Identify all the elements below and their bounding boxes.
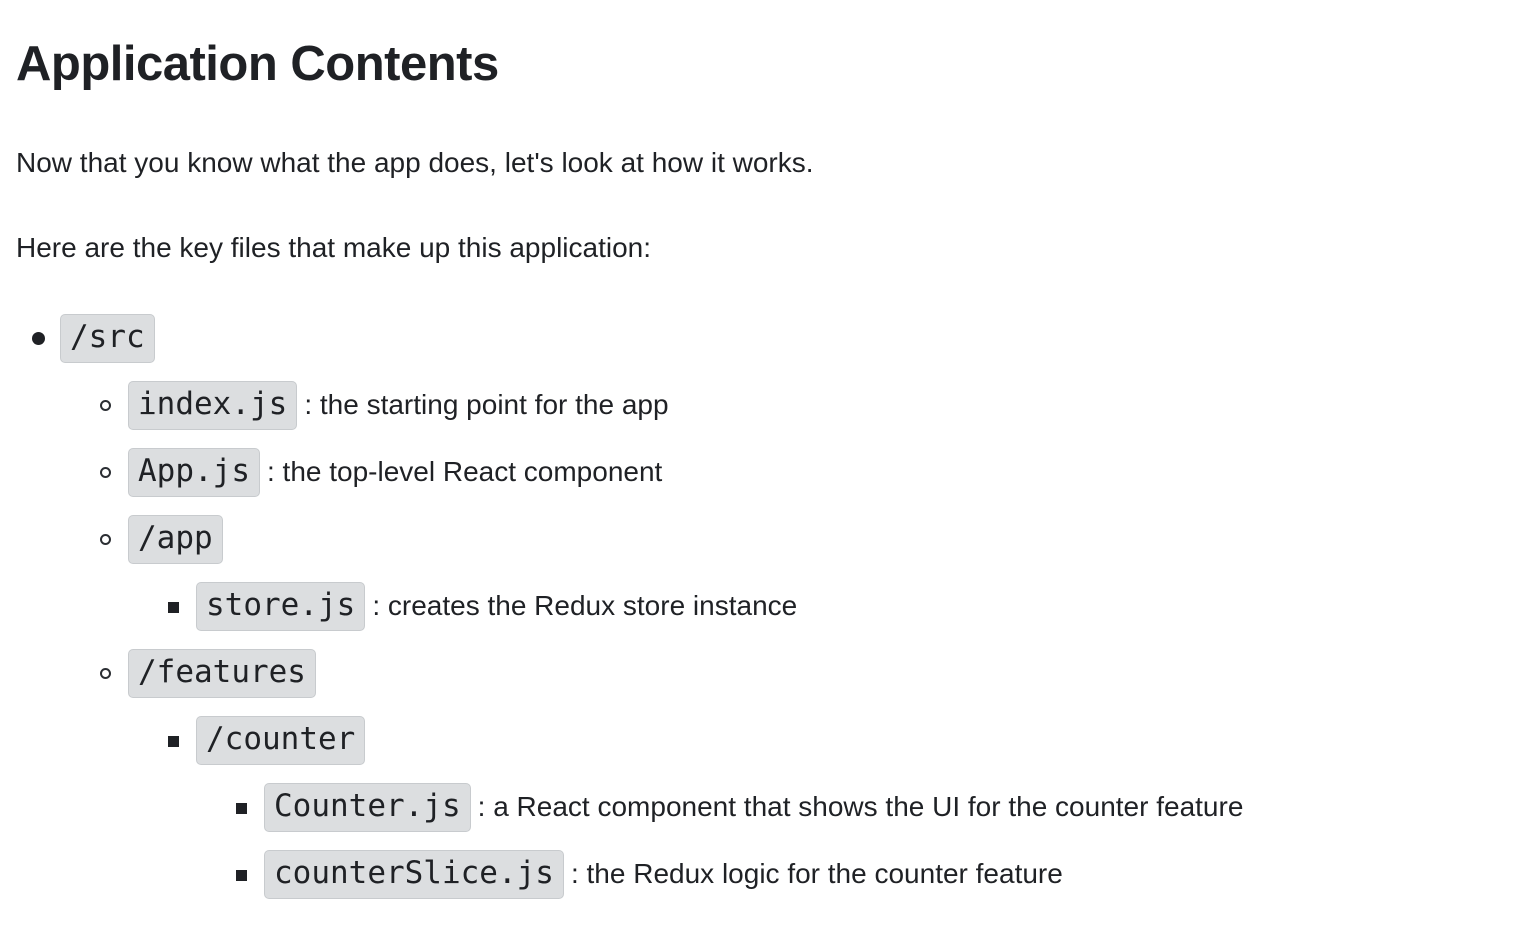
list-item-index-js: index.js : the starting point for the ap…: [100, 372, 1504, 439]
app-children-list: store.js : creates the Redux store insta…: [128, 573, 1504, 640]
list-item-app-js: App.js : the top-level React component: [100, 439, 1504, 506]
document-page: Application Contents Now that you know w…: [16, 37, 1504, 908]
key-files-paragraph: Here are the key files that make up this…: [16, 232, 652, 264]
list-item-features-dir: /features /counter: [100, 640, 1504, 908]
desc-counter-js: : a React component that shows the UI fo…: [477, 791, 1244, 823]
row-counter-js: Counter.js : a React component that show…: [236, 774, 1504, 841]
circle-bullet-icon: [100, 399, 111, 411]
square-bullet-icon: [236, 802, 247, 814]
circle-bullet-icon: [100, 533, 111, 545]
code-chip-app-js: App.js: [128, 447, 260, 497]
row-src: /src: [32, 305, 1504, 372]
src-children-list: index.js : the starting point for the ap…: [60, 372, 1504, 908]
row-features-dir: /features: [100, 640, 1504, 707]
code-chip-app-dir: /app: [128, 514, 223, 564]
page-title: Application Contents: [16, 37, 499, 91]
desc-counter-slice-js: : the Redux logic for the counter featur…: [570, 858, 1063, 890]
list-item-src: /src index.js : the starting point for t…: [32, 305, 1504, 908]
square-bullet-icon: [236, 869, 247, 881]
file-tree-list: /src index.js : the starting point for t…: [16, 305, 1504, 908]
row-app-js: App.js : the top-level React component: [100, 439, 1504, 506]
disc-bullet-icon: [32, 331, 45, 345]
list-item-app-dir: /app store.js : creates the Redux store …: [100, 506, 1504, 640]
row-counter-dir: /counter: [168, 707, 1504, 774]
circle-bullet-icon: [100, 466, 111, 478]
list-item-store-js: store.js : creates the Redux store insta…: [168, 573, 1504, 640]
code-chip-features-dir: /features: [128, 648, 316, 698]
code-chip-index-js: index.js: [128, 380, 298, 430]
list-item-counter-js: Counter.js : a React component that show…: [236, 774, 1504, 841]
code-chip-counter-slice-js: counterSlice.js: [264, 849, 564, 899]
code-chip-src: /src: [60, 313, 155, 363]
list-item-counter-dir: /counter Counter.js : a React component …: [168, 707, 1504, 908]
row-store-js: store.js : creates the Redux store insta…: [168, 573, 1504, 640]
row-index-js: index.js : the starting point for the ap…: [100, 372, 1504, 439]
intro-paragraph: Now that you know what the app does, let…: [16, 147, 814, 179]
code-chip-store-js: store.js: [196, 581, 366, 631]
desc-app-js: : the top-level React component: [266, 456, 663, 488]
code-chip-counter-dir: /counter: [196, 715, 366, 765]
row-counter-slice-js: counterSlice.js : the Redux logic for th…: [236, 841, 1504, 908]
square-bullet-icon: [168, 601, 179, 613]
code-chip-counter-js: Counter.js: [264, 782, 471, 832]
counter-children-list: Counter.js : a React component that show…: [196, 774, 1504, 908]
square-bullet-icon: [168, 735, 179, 747]
list-item-counter-slice-js: counterSlice.js : the Redux logic for th…: [236, 841, 1504, 908]
circle-bullet-icon: [100, 667, 111, 679]
desc-store-js: : creates the Redux store instance: [372, 590, 798, 622]
row-app-dir: /app: [100, 506, 1504, 573]
desc-index-js: : the starting point for the app: [304, 389, 669, 421]
features-children-list: /counter Counter.js : a React component …: [128, 707, 1504, 908]
